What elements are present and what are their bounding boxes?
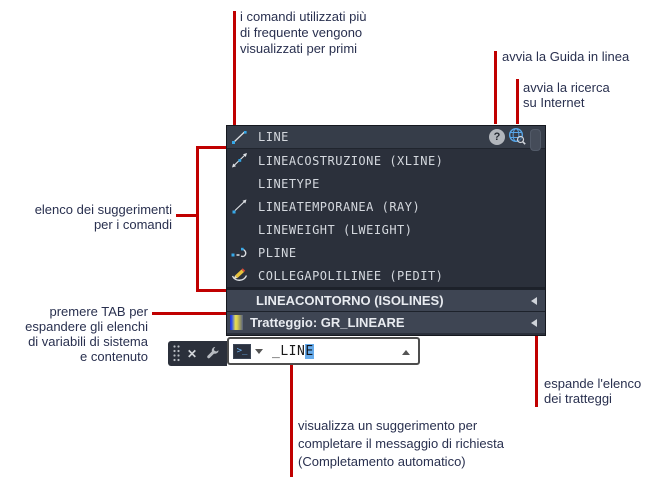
- callout-line-press-tab: [152, 312, 226, 315]
- autocomplete-suggestion: E: [305, 343, 314, 359]
- suggestion-row-lineatemporanea[interactable]: LINEATEMPORANEA (RAY): [227, 195, 545, 218]
- expand-left-icon[interactable]: [531, 296, 537, 305]
- suggestion-label: COLLEGAPOLILINEE (PEDIT): [258, 268, 444, 283]
- help-icon[interactable]: ?: [489, 129, 505, 145]
- callout-line-expand-hatches: [535, 336, 538, 407]
- note-online-help: avvia la Guida in linea: [502, 49, 630, 64]
- suggestion-row-line[interactable]: LINE: [227, 126, 545, 149]
- note-autocomplete: visualizza un suggerimento per completar…: [298, 418, 504, 469]
- command-input[interactable]: >_ _LINE: [227, 337, 420, 365]
- suggestion-label: LINEACOSTRUZIONE (XLINE): [258, 153, 444, 168]
- edit-polyline-icon: [230, 267, 250, 284]
- callout-line-help: [494, 51, 497, 124]
- note-press-tab: premere TAB per espandere gli elenchi di…: [25, 304, 148, 364]
- hatch-label: Tratteggio: GR_LINEARE: [250, 315, 405, 330]
- suggestion-label: LINE: [258, 130, 289, 144]
- callout-line-search: [516, 79, 519, 124]
- command-line-toolbar: ✕: [168, 341, 227, 366]
- callout-line-autocomplete: [290, 365, 293, 477]
- suggestion-row-linetype[interactable]: LINETYPE: [227, 172, 545, 195]
- suggestion-label: LINETYPE: [258, 176, 320, 191]
- customize-wrench-icon[interactable]: [204, 345, 221, 362]
- callout-bracket-top-tip: [196, 146, 226, 149]
- close-icon[interactable]: ✕: [187, 346, 198, 361]
- command-suggestion-panel: LINE LINEACOSTRUZIONE (XLINE) LINETYPE: [226, 125, 546, 336]
- recent-commands-icon[interactable]: [402, 350, 410, 355]
- suggestion-label: LINEATEMPORANEA (RAY): [258, 199, 421, 214]
- callout-bracket-vertical: [196, 146, 199, 292]
- note-frequent-commands: i comandi utilizzati più di frequente ve…: [240, 9, 367, 56]
- note-expand-hatches: espande l'elenco dei tratteggi: [544, 376, 642, 406]
- suggestion-row-pline[interactable]: PLINE: [227, 241, 545, 264]
- system-variable-label: LINEACONTORNO (ISOLINES): [256, 293, 444, 308]
- callout-line-frequent: [233, 11, 236, 125]
- construction-line-icon: [230, 152, 250, 169]
- panel-separator: [227, 287, 545, 289]
- internet-search-icon[interactable]: [508, 127, 527, 146]
- suggestion-row-collegapolilinee[interactable]: COLLEGAPOLILINEE (PEDIT): [227, 264, 545, 287]
- note-internet-search: avvia la ricerca su Internet: [523, 80, 610, 110]
- suggestion-label: PLINE: [258, 245, 297, 260]
- suggestion-row-lineacostruzione[interactable]: LINEACOSTRUZIONE (XLINE): [227, 149, 545, 172]
- drag-grip-icon[interactable]: [172, 344, 181, 363]
- polyline-icon: [230, 244, 250, 261]
- command-text: _LINE: [272, 343, 314, 359]
- command-prompt-icon: >_: [233, 343, 251, 359]
- gradient-hatch-icon: [230, 315, 243, 330]
- dropdown-icon[interactable]: [255, 348, 263, 354]
- ray-icon: [230, 198, 250, 215]
- suggestion-label: LINEWEIGHT (LWEIGHT): [258, 222, 413, 237]
- expand-hatch-list-icon[interactable]: [531, 318, 537, 327]
- hatch-row[interactable]: Tratteggio: GR_LINEARE: [227, 311, 545, 333]
- callout-connector-suggestions: [176, 214, 196, 217]
- note-suggestion-list: elenco dei suggerimenti per i comandi: [34, 202, 172, 232]
- suggestion-row-lineweight[interactable]: LINEWEIGHT (LWEIGHT): [227, 218, 545, 241]
- system-variable-row[interactable]: LINEACONTORNO (ISOLINES): [227, 289, 545, 311]
- line-icon: [230, 129, 250, 146]
- callout-bracket-bottom-tip: [196, 289, 226, 292]
- scrollbar-thumb[interactable]: [530, 129, 541, 151]
